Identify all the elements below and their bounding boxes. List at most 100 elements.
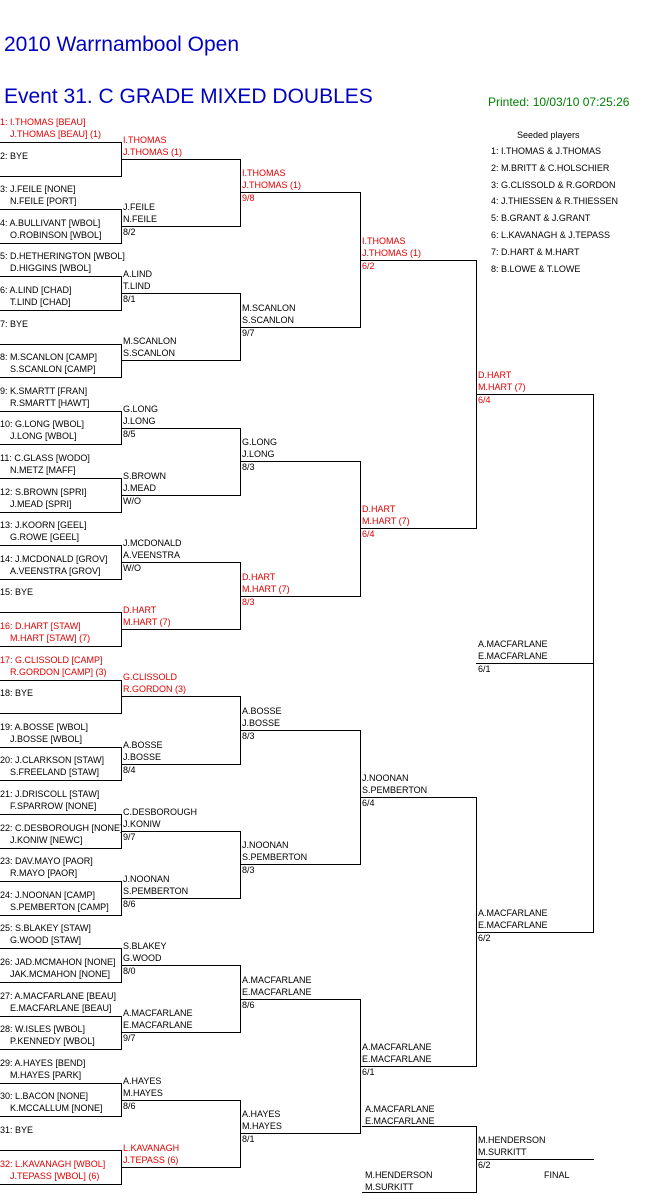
bracket-line [121,1032,240,1034]
round2-score: 8/2 [123,227,136,237]
entry-player-1: 17: G.CLISSOLD [CAMP] [0,654,103,665]
round3-player-1: A.MACFARLANE [242,974,312,985]
bracket-line [121,494,240,496]
entry-player-1: 28: W.ISLES [WBOL] [0,1024,86,1035]
round4-player-1: D.HART [362,504,396,515]
bracket-line [593,394,594,933]
round2-player-2: E.MACFARLANE [123,1020,193,1031]
bracket-line [0,948,121,950]
round2-player-2: J.MEAD [123,482,157,493]
bracket-line [476,1159,594,1160]
round2-player-2: J.LONG [123,415,156,426]
entry-player-1: 10: G.LONG [WBOL] [0,419,85,430]
entry-player-1: 2: BYE [0,150,29,161]
entry-player-1: 32: L.KAVANAGH [WBOL] [0,1158,106,1169]
round6-player-1: A.MACFARLANE [478,638,548,649]
bracket-line [0,982,121,983]
round2-score: 9/7 [123,831,136,842]
final-winner-player-2: M.SURKITT [478,1147,527,1157]
entry-player-1: 30: L.BACON [NONE] [0,1091,89,1102]
seeded-player: 4: J.THIESSEN & R.THIESSEN [491,196,619,207]
bracket-line [0,310,121,311]
round2-player-1: G.LONG [123,403,159,414]
entry-player-2: J.TEPASS [WBOL] (6) [10,1170,100,1181]
entry-player-1: 26: JAD.MCMAHON [NONE] [0,957,116,967]
round2-player-1: J.NOONAN [123,874,170,884]
round2-player-2: A.VEENSTRA [123,550,181,560]
round5-score: 6/4 [478,395,491,405]
bracket-line [0,444,121,446]
bracket-line [0,377,121,379]
round6-player-2: E.MACFARLANE [478,650,548,661]
round2-score: W/O [123,563,141,573]
entry-player-2: N.METZ [MAFF] [10,465,76,475]
round4-score: 6/2 [362,260,375,271]
entry-player-1: 12: S.BROWN [SPRI] [0,486,87,497]
bracket-line [0,1116,121,1118]
entry-player-1: 1: I.THOMAS [BEAU] [0,117,86,127]
round3-score: 8/1 [242,1134,255,1145]
round4-player-1: I.THOMAS [362,235,406,246]
round3-player-2: M.HART (7) [242,583,290,594]
bracket-line [362,1126,476,1127]
final-top-player-2: E.MACFARLANE [365,1116,435,1126]
round5-player-1: D.HART [478,370,512,380]
round3-player-2: E.MACFARLANE [242,986,312,997]
round2-score: 9/7 [123,1033,136,1044]
entry-player-1: 13: J.KOORN [GEEL] [0,520,87,531]
bracket-line [0,1082,121,1084]
round2-player-1: S.BLAKEY [123,941,167,952]
seeded-players-heading: Seeded players [517,130,580,140]
round3-score: 9/7 [242,327,255,338]
round2-score: 8/6 [123,899,136,909]
final-bottom-player-1: M.HENDERSON [365,1170,433,1180]
entry-player-2: A.VEENSTRA [GROV] [10,565,101,576]
entry-player-1: 4: A.BULLIVANT [WBOL] [0,217,101,228]
entry-player-2: M.HART [STAW] (7) [10,633,91,643]
round3-player-1: G.LONG [242,437,278,448]
round2-player-2: N.FEILE [123,214,158,224]
round3-score: 8/3 [242,865,255,876]
bracket-line [0,1150,121,1151]
seeded-player: 7: D.HART & M.HART [491,246,580,257]
entry-player-1: 6: A.LIND [CHAD] [0,285,72,295]
round2-player-2: J.TEPASS (6) [123,1154,179,1165]
round4-score: 6/4 [362,529,375,540]
bracket-line [0,679,121,681]
bracket-line [0,646,121,647]
bracket-line [240,864,360,866]
round2-player-1: S.BROWN [123,470,167,481]
round3-player-2: J.LONG [242,449,275,460]
round2-player-1: M.SCANLON [123,336,177,347]
entry-player-2: R.GORDON [CAMP] (3) [10,666,107,677]
round3-score: 8/3 [242,731,255,741]
entry-player-2: D.HIGGINS [WBOL] [10,263,92,274]
entry-player-2: M.HAYES [PARK] [10,1069,82,1080]
round2-score: 8/1 [123,294,136,305]
bracket-line [121,562,240,563]
entry-player-2: N.FEILE [PORT] [10,196,77,207]
entry-player-1: 29: A.HAYES [BEND] [0,1057,86,1068]
entry-player-2: S.SCANLON [CAMP] [10,364,96,375]
round5-score: 6/2 [478,932,491,943]
round2-score: 8/4 [123,764,136,775]
round2-player-2: S.PEMBERTON [123,886,189,896]
entry-player-1: 3: J.FEILE [NONE] [0,184,76,195]
entry-player-2: P.KENNEDY [WBOL] [10,1036,95,1047]
entry-player-2: S.FREELAND [STAW] [10,767,100,778]
round2-score: 8/5 [123,428,136,439]
entry-player-2: R.SMARTT [HAWT] [10,397,90,408]
bracket-line [121,629,240,631]
seeded-player: 5: B.GRANT & J.GRANT [491,213,591,224]
round2-player-1: J.MCDONALD [123,538,182,548]
round2-player-1: J.FEILE [123,202,156,212]
round2-player-1: A.HAYES [123,1075,162,1086]
entry-player-1: 25: S.BLAKEY [STAW] [0,923,91,934]
entry-player-1: 18: BYE [0,688,34,699]
final-label: FINAL [544,1170,570,1180]
bracket-line [240,461,360,463]
round3-score: 8/6 [242,999,255,1010]
entry-player-1: 11: C.GLASS [WODO] [0,453,90,463]
bracket-line [121,1166,240,1168]
bracket-line [0,914,121,916]
